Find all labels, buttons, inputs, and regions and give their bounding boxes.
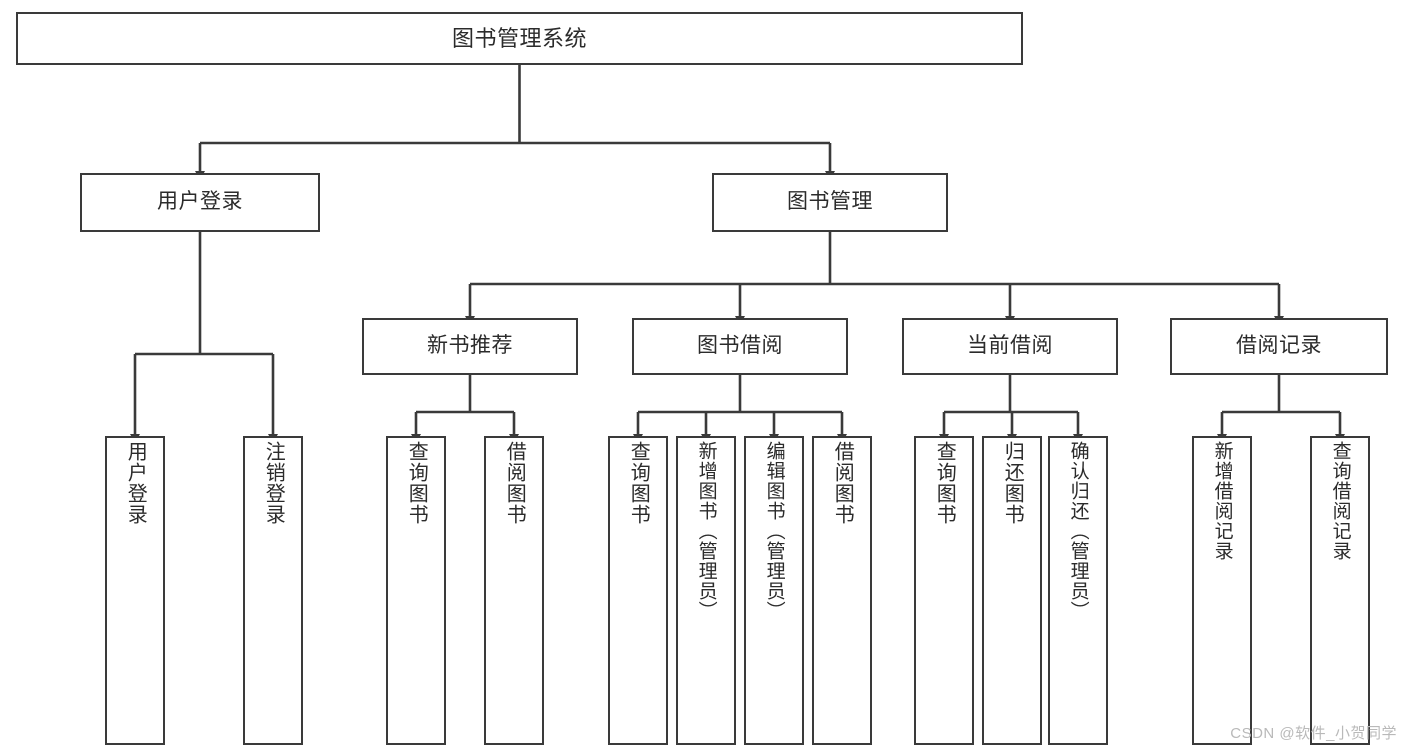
- node-label: 编辑图书（管理员）: [763, 441, 785, 621]
- node-label: 新增借阅记录: [1211, 441, 1233, 561]
- leaf-query-book-current[interactable]: 查询图书: [914, 436, 974, 745]
- node-label: 新书推荐: [427, 334, 513, 358]
- leaf-confirm-return-admin[interactable]: 确认归还（管理员）: [1048, 436, 1108, 745]
- node-label: 借阅图书: [503, 441, 526, 525]
- leaf-return-book[interactable]: 归还图书: [982, 436, 1042, 745]
- node-label: 用户登录: [157, 190, 243, 214]
- leaf-borrow-book[interactable]: 借阅图书: [812, 436, 872, 745]
- leaf-query-borrow-record[interactable]: 查询借阅记录: [1310, 436, 1370, 745]
- leaf-user-login[interactable]: 用户登录: [105, 436, 165, 745]
- node-label: 用户登录: [124, 441, 147, 525]
- node-root-book-management-system[interactable]: 图书管理系统: [16, 12, 1023, 65]
- node-label: 查询图书: [405, 441, 428, 525]
- node-label: 借阅记录: [1236, 334, 1322, 358]
- node-label: 图书借阅: [697, 334, 783, 358]
- leaf-edit-book-admin[interactable]: 编辑图书（管理员）: [744, 436, 804, 745]
- node-label: 新增图书（管理员）: [695, 441, 717, 621]
- leaf-add-book-admin[interactable]: 新增图书（管理员）: [676, 436, 736, 745]
- node-borrow-record[interactable]: 借阅记录: [1170, 318, 1388, 375]
- node-label: 图书管理系统: [451, 25, 587, 51]
- leaf-add-borrow-record[interactable]: 新增借阅记录: [1192, 436, 1252, 745]
- node-label: 注销登录: [262, 441, 285, 525]
- node-book-borrow[interactable]: 图书借阅: [632, 318, 848, 375]
- leaf-query-book-borrow[interactable]: 查询图书: [608, 436, 668, 745]
- node-label: 图书管理: [787, 190, 873, 214]
- node-label: 借阅图书: [831, 441, 854, 525]
- node-current-borrow[interactable]: 当前借阅: [902, 318, 1118, 375]
- node-label: 查询图书: [627, 441, 650, 525]
- node-label: 归还图书: [1001, 441, 1024, 525]
- leaf-query-book-recommend[interactable]: 查询图书: [386, 436, 446, 745]
- node-new-book-recommend[interactable]: 新书推荐: [362, 318, 578, 375]
- leaf-logout-login[interactable]: 注销登录: [243, 436, 303, 745]
- node-book-management[interactable]: 图书管理: [712, 173, 948, 232]
- leaf-borrow-book-recommend[interactable]: 借阅图书: [484, 436, 544, 745]
- node-label: 确认归还（管理员）: [1067, 441, 1089, 621]
- node-label: 当前借阅: [967, 334, 1053, 358]
- edges: [130, 65, 1345, 443]
- node-user-login[interactable]: 用户登录: [80, 173, 320, 232]
- node-label: 查询图书: [933, 441, 956, 525]
- node-label: 查询借阅记录: [1329, 441, 1351, 561]
